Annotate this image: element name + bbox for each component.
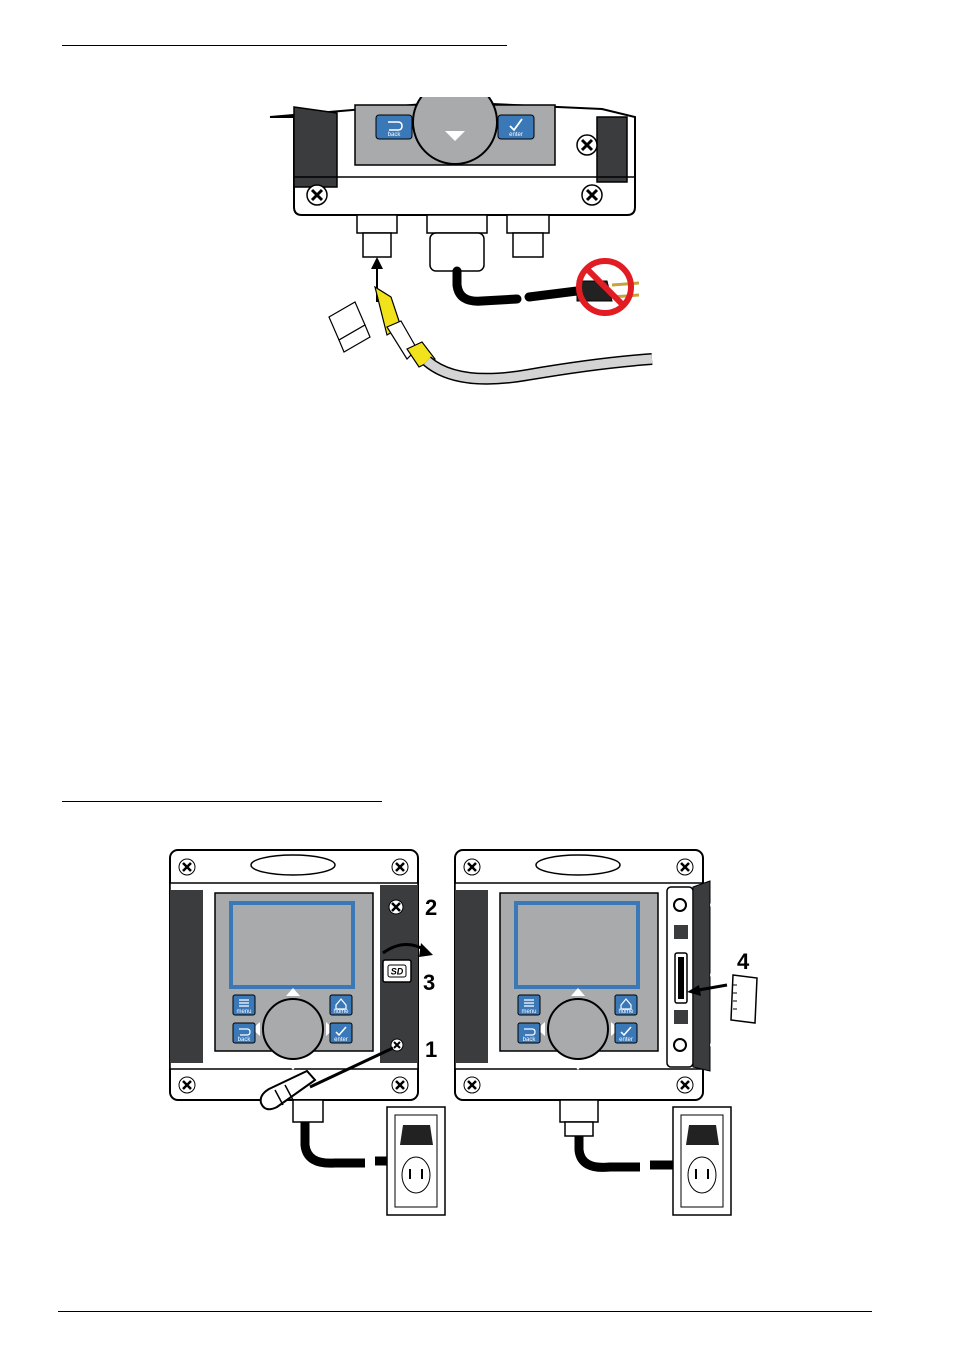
screw-icon (677, 859, 693, 875)
home-button-label: home (333, 1009, 349, 1015)
back-button-label: back (523, 1037, 537, 1043)
screw-icon (307, 185, 327, 205)
callout-3: 3 (423, 970, 435, 995)
screw-icon (392, 859, 408, 875)
screw-icon (392, 1077, 408, 1093)
menu-button-label: menu (521, 1009, 536, 1015)
section-rule (62, 801, 382, 802)
home-button: home (615, 995, 637, 1015)
menu-button: menu (233, 995, 255, 1015)
back-button-label: back (238, 1037, 252, 1043)
footer-rule (58, 1311, 872, 1312)
menu-button: menu (518, 995, 540, 1015)
enter-button-label: enter (619, 1037, 633, 1043)
enter-button-label: enter (509, 132, 523, 138)
enter-button: enter (330, 1023, 352, 1043)
enter-button-label: enter (334, 1037, 348, 1043)
figure-top-illustration: back enter (267, 97, 761, 393)
screw-icon (179, 1077, 195, 1093)
screw-icon (389, 900, 403, 914)
callout-2: 2 (425, 895, 437, 920)
home-button-label: home (618, 1009, 634, 1015)
enter-button: enter (615, 1023, 637, 1043)
back-button: back (233, 1023, 255, 1043)
connector-icon (329, 302, 370, 352)
screw-icon (464, 1077, 480, 1093)
wall-outlet-icon (387, 1107, 445, 1215)
no-power-plug-icon (577, 261, 639, 313)
figure-bottom-illustration: menu home back enter SD (165, 845, 785, 1220)
right-controller: menu home back enter (455, 850, 757, 1215)
back-button: back (376, 115, 412, 139)
sd-door-icon: SD (383, 960, 411, 982)
screw-icon (582, 185, 602, 205)
left-controller: menu home back enter SD (170, 850, 445, 1215)
screw-icon (577, 135, 597, 155)
sensor-connection-diagram: back enter (267, 97, 761, 393)
header-rule (62, 45, 507, 46)
wall-outlet-icon (673, 1107, 731, 1215)
callout-4: 4 (737, 949, 750, 974)
callout-1: 1 (425, 1037, 437, 1062)
sd-card-slot (667, 881, 718, 1071)
screw-icon (179, 859, 195, 875)
back-button: back (518, 1023, 540, 1043)
menu-button-label: menu (236, 1009, 251, 1015)
back-button-label: back (388, 132, 402, 138)
sd-label: SD (391, 967, 404, 977)
cable-icon (427, 359, 652, 379)
screw-icon (677, 1077, 693, 1093)
home-button: home (330, 995, 352, 1015)
enter-button: enter (498, 115, 534, 139)
sd-card-install-diagram: menu home back enter SD (165, 845, 785, 1220)
screw-icon (464, 859, 480, 875)
sd-card-icon (731, 975, 757, 1023)
